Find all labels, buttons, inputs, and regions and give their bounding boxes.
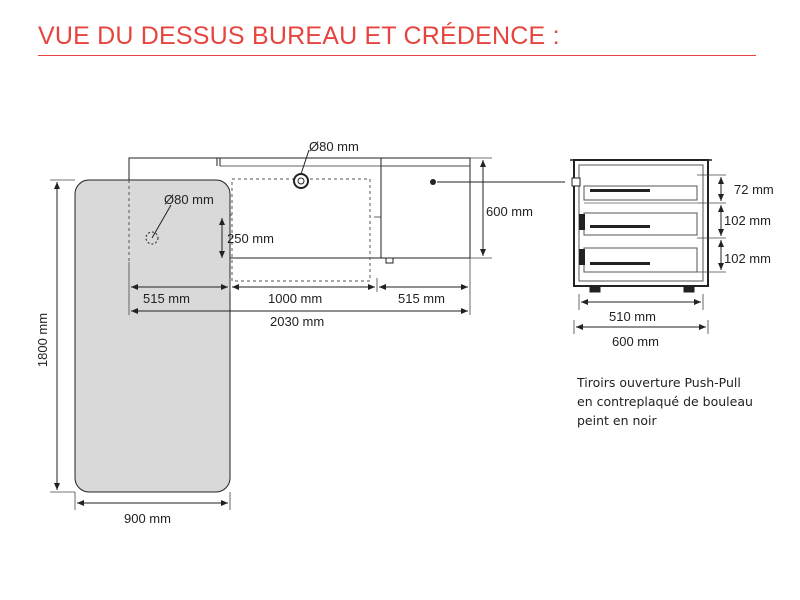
- caption-line-2: en contreplaqué de bouleau: [577, 394, 753, 409]
- grommet-top-label: Ø80 mm: [309, 139, 359, 154]
- total-width-label: 2030 mm: [270, 314, 324, 329]
- grommet-top-icon: [293, 173, 309, 189]
- credenza-drawer-3: [579, 247, 698, 273]
- grommet-left-label: Ø80 mm: [164, 192, 214, 207]
- depth-label: 600 mm: [486, 204, 533, 219]
- credenza-front-view: [570, 159, 712, 293]
- caption-line-1: Tiroirs ouverture Push-Pull: [577, 375, 741, 390]
- left-width-label: 515 mm: [143, 291, 190, 306]
- drawer-1-height-label: 72 mm: [734, 182, 774, 197]
- credenza-top-view: [380, 157, 565, 264]
- credenza-drawer-1: [583, 185, 698, 204]
- outer-width-label: 600 mm: [612, 334, 659, 349]
- drawer-3-height-label: 102 mm: [724, 251, 771, 266]
- return-width-label: 900 mm: [124, 511, 171, 526]
- drawer-2-height-label: 102 mm: [724, 213, 771, 228]
- center-width-label: 1000 mm: [268, 291, 322, 306]
- page-title: VUE DU DESSUS BUREAU ET CRÉDENCE :: [38, 22, 560, 50]
- credenza-knob-icon: [430, 179, 436, 185]
- credenza-drawer-2: [579, 212, 698, 236]
- credenza-top-outline: [380, 157, 471, 259]
- grommet-left-icon: [145, 231, 159, 245]
- inner-width-label: 510 mm: [609, 309, 656, 324]
- desk-return: [74, 179, 231, 493]
- right-width-label: 515 mm: [398, 291, 445, 306]
- drawer-depth-label: 250 mm: [227, 231, 274, 246]
- credenza-caption: Tiroirs ouverture Push-Pull en contrepla…: [577, 373, 797, 430]
- return-length-label: 1800 mm: [35, 313, 50, 367]
- caption-line-3: peint en noir: [577, 413, 657, 428]
- title-underline: [38, 55, 756, 56]
